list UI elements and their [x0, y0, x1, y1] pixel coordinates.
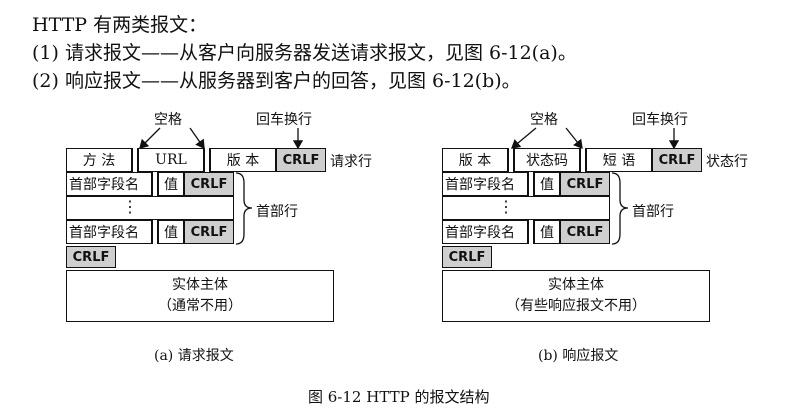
- req-h2-field: 首部字段名: [66, 220, 152, 244]
- resp-crlf-top-label: 回车换行: [632, 112, 688, 128]
- req-space-arrow-left: [139, 127, 161, 149]
- req-body-box: 实体主体 （通常不用）: [66, 270, 334, 322]
- resp-header-label: 首部行: [632, 204, 674, 220]
- req-h2-colon: [152, 220, 158, 244]
- resp-caption: (b) 响应报文: [538, 348, 619, 364]
- intro-heading: HTTP 有两类报文：: [32, 14, 208, 36]
- req-url-cell: URL: [138, 148, 204, 172]
- req-crlf-top-label: 回车换行: [256, 112, 312, 128]
- req-space-label: 空格: [154, 112, 182, 128]
- req-space-arrow-right: [189, 127, 205, 150]
- req-h1-crlf: CRLF: [184, 172, 234, 196]
- resp-h1-field: 首部字段名: [442, 172, 528, 196]
- req-header-brace: [235, 172, 253, 245]
- resp-h2-crlf: CRLF: [560, 220, 610, 244]
- req-header-label: 首部行: [256, 204, 298, 220]
- resp-body-note: （有些响应报文不用）: [506, 298, 646, 314]
- req-h2-crlf: CRLF: [184, 220, 234, 244]
- resp-h1-value: 值: [534, 172, 560, 196]
- req-version-cell: 版 本: [210, 148, 276, 172]
- figure-caption: 图 6-12 HTTP 的报文结构: [308, 388, 490, 406]
- req-empty-crlf: CRLF: [66, 246, 116, 268]
- resp-space-arrow-left: [511, 127, 537, 149]
- resp-code-cell: 状态码: [514, 148, 580, 172]
- req-method-cell: 方 法: [66, 148, 132, 172]
- resp-h2-colon: [528, 220, 534, 244]
- resp-h1-colon: [528, 172, 534, 196]
- resp-h1-crlf: CRLF: [560, 172, 610, 196]
- resp-version-cell: 版 本: [442, 148, 508, 172]
- resp-body-box: 实体主体 （有些响应报文不用）: [442, 270, 710, 322]
- req-h1-colon: [152, 172, 158, 196]
- resp-body-title: 实体主体: [548, 277, 604, 293]
- resp-space-label: 空格: [530, 112, 558, 128]
- resp-phrase-cell: 短 语: [586, 148, 652, 172]
- resp-line-label: 状态行: [706, 154, 748, 170]
- req-space-1: [132, 148, 138, 172]
- req-ellipsis-row: ⋮: [66, 196, 234, 220]
- req-h1-value: 值: [158, 172, 184, 196]
- req-ellipsis: ⋮: [122, 197, 138, 216]
- req-space-2: [204, 148, 210, 172]
- resp-space-arrow-right: [565, 127, 583, 150]
- req-body-note: （通常不用）: [158, 298, 242, 314]
- req-h2-value: 值: [158, 220, 184, 244]
- resp-ellipsis: ⋮: [498, 197, 514, 216]
- req-h1-field: 首部字段名: [66, 172, 152, 196]
- req-caption: (a) 请求报文: [154, 348, 234, 364]
- resp-h2-field: 首部字段名: [442, 220, 528, 244]
- resp-h2-value: 值: [534, 220, 560, 244]
- intro-item-1: (1) 请求报文——从客户向服务器发送请求报文，见图 6-12(a)。: [32, 42, 577, 64]
- req-body-title: 实体主体: [172, 277, 228, 293]
- resp-empty-crlf: CRLF: [442, 246, 492, 268]
- resp-space-2: [580, 148, 586, 172]
- resp-ellipsis-row: ⋮: [442, 196, 610, 220]
- resp-space-1: [508, 148, 514, 172]
- intro-item-2: (2) 响应报文——从服务器到客户的回答，见图 6-12(b)。: [32, 70, 521, 92]
- req-start-crlf: CRLF: [276, 148, 326, 172]
- resp-status-crlf: CRLF: [652, 148, 702, 172]
- resp-header-brace: [611, 172, 629, 245]
- req-line-label: 请求行: [330, 154, 372, 170]
